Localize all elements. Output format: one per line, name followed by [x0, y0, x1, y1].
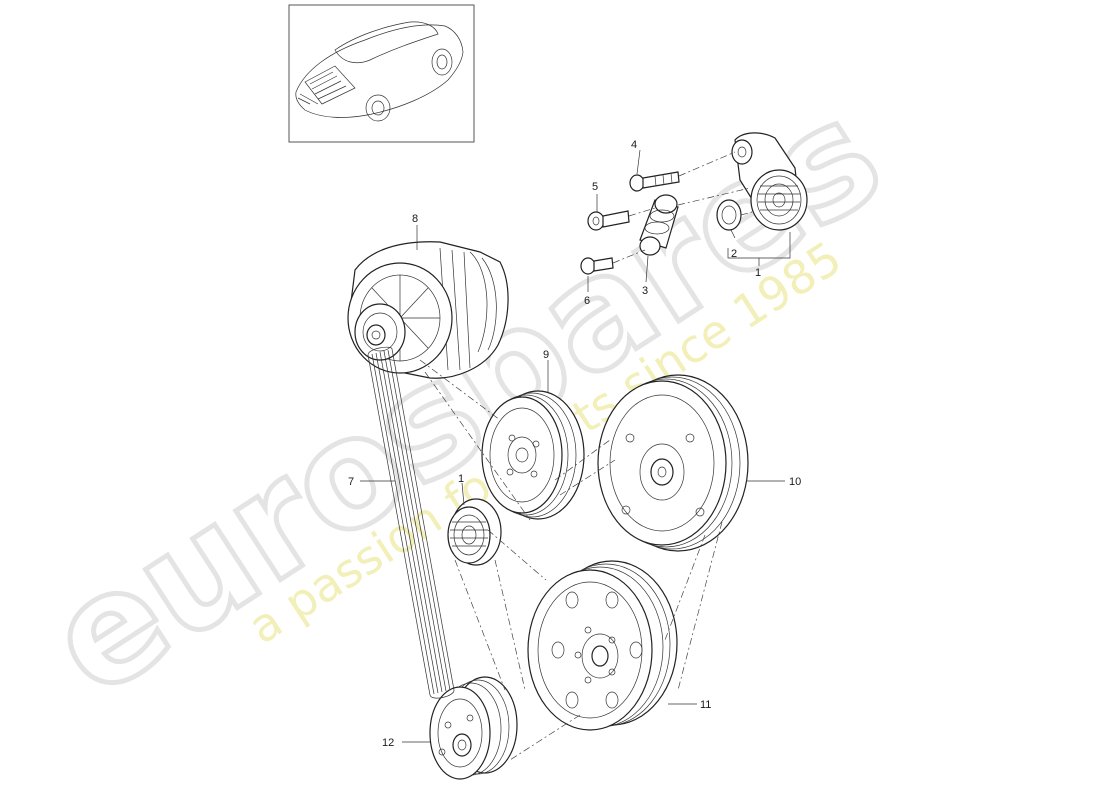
leader-lines [360, 149, 791, 743]
cap-washer [716, 199, 742, 231]
alternator [347, 241, 509, 379]
callout-10: 10 [789, 476, 801, 488]
callout-9: 9 [543, 349, 549, 361]
belt-route-lines [419, 359, 723, 761]
callout-1-top: 1 [755, 267, 761, 279]
callout-1-idler: 1 [458, 473, 464, 485]
pulley-12 [429, 676, 518, 780]
car-thumbnail [288, 4, 475, 143]
callout-2: 2 [731, 248, 737, 260]
callout-4: 4 [631, 139, 637, 151]
drive-belt [367, 346, 455, 699]
bolt-6 [580, 257, 614, 275]
bolt-4 [629, 171, 680, 192]
car-outline-icon [295, 21, 464, 122]
callout-labels: 4 5 2 1 3 6 8 9 10 1 7 11 12 [348, 139, 801, 749]
tensioner-assembly [731, 132, 808, 231]
crankshaft-pulley [527, 560, 678, 731]
idler-pulley [447, 498, 502, 566]
callout-3: 3 [642, 285, 648, 297]
pulley-10 [597, 374, 749, 552]
callout-11: 11 [700, 699, 711, 711]
callout-6: 6 [584, 295, 590, 307]
callout-5: 5 [592, 181, 598, 193]
bolt-5 [587, 210, 630, 231]
damper [639, 194, 679, 256]
assembly-lines [612, 151, 753, 264]
callout-7: 7 [348, 476, 354, 488]
pulley-9 [481, 390, 585, 520]
callout-12: 12 [382, 737, 394, 749]
callout-8: 8 [412, 213, 418, 225]
